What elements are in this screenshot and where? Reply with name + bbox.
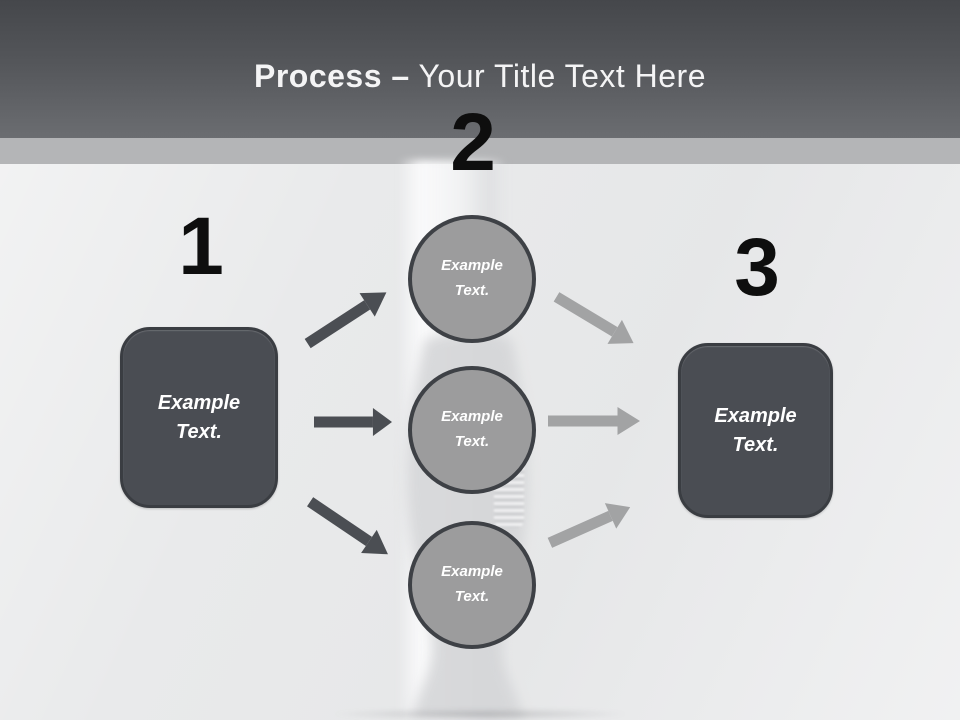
- accent-strip: [0, 138, 960, 164]
- process-circle-1: Example Text.: [408, 215, 536, 343]
- arrow-up-right-dark-icon: [299, 280, 394, 356]
- process-circle-2: Example Text.: [408, 366, 536, 494]
- arrow-down-right-dark-icon: [302, 489, 397, 566]
- arrow-down-right-light-icon: [549, 284, 642, 356]
- process-circle-2-label: Example Text.: [441, 408, 503, 450]
- start-box-label: Example Text.: [157, 391, 241, 443]
- step-number-3: 3: [734, 222, 780, 313]
- step-number-2: 2: [450, 97, 496, 188]
- title-bar: Process – Your Title Text Here: [0, 0, 960, 138]
- start-box: Example Text.: [120, 327, 278, 508]
- arrow-right-dark-icon: [314, 407, 392, 437]
- slide-title-subtext: Your Title Text Here: [409, 57, 706, 94]
- step-number-1: 1: [178, 201, 224, 292]
- process-circle-3: Example Text.: [408, 521, 536, 649]
- arrow-up-right-light-icon: [544, 493, 637, 556]
- process-circle-1-label: Example Text.: [441, 257, 503, 299]
- slide-title-keyword: Process –: [253, 57, 410, 94]
- background-photo-shadow: [330, 708, 630, 720]
- arrow-right-light-icon: [548, 406, 640, 436]
- slide-title: Process – Your Title Text Here: [254, 44, 706, 95]
- background-pawn-silhouette: [405, 332, 528, 720]
- end-box-label: Example Text.: [714, 404, 797, 456]
- end-box: Example Text.: [678, 343, 833, 518]
- process-circle-3-label: Example Text.: [441, 563, 503, 605]
